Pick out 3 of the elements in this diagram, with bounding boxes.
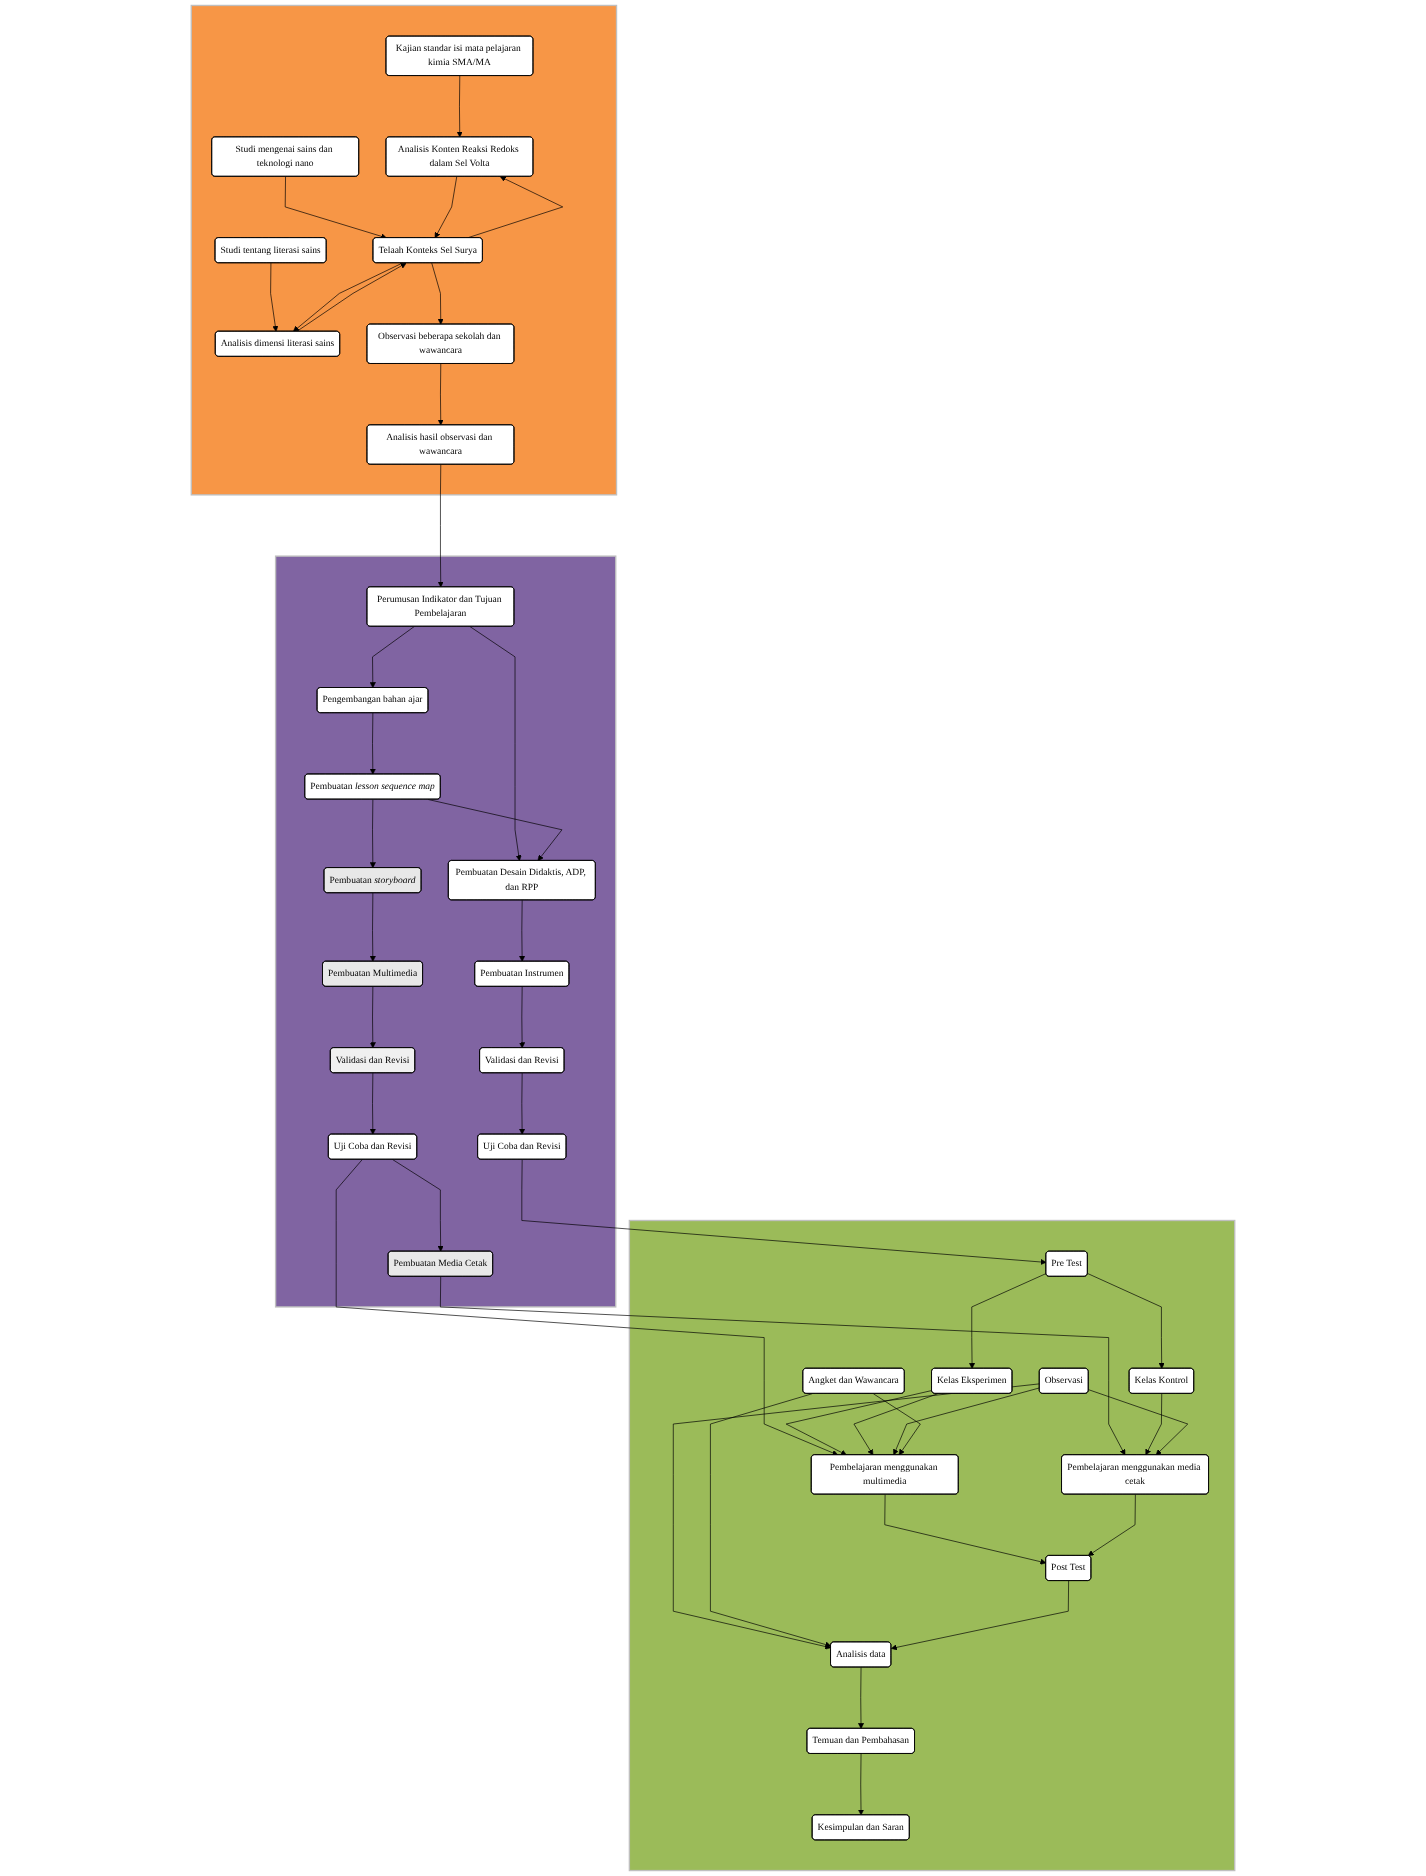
cluster bbox=[190, 4, 618, 496]
cluster bbox=[274, 555, 617, 1308]
cluster bbox=[628, 1219, 1236, 1872]
